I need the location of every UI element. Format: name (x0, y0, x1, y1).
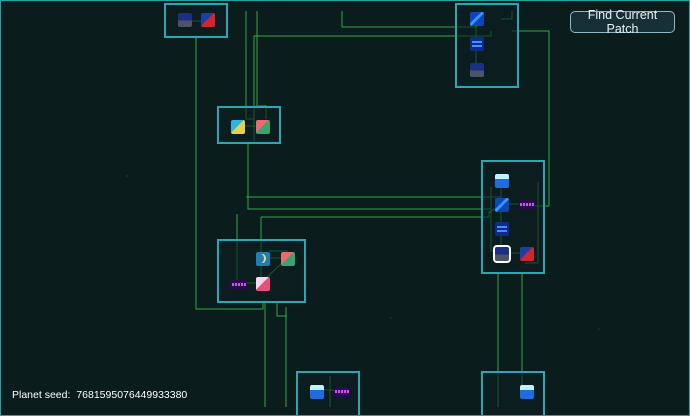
sea-floor-icon[interactable] (178, 13, 192, 27)
connection-line (246, 187, 502, 198)
patch-coast[interactable] (217, 106, 281, 144)
patch-right-column[interactable] (481, 160, 545, 274)
connection-line (256, 11, 267, 119)
hydrothermal-vent-icon[interactable] (520, 247, 534, 261)
map-speck (390, 317, 392, 319)
bacteria-icon[interactable] (334, 387, 350, 397)
beach-icon[interactable] (231, 120, 245, 134)
planet-seed-label: Planet seed: (12, 389, 71, 401)
ice-shelf-icon[interactable] (495, 174, 509, 188)
map-speck (126, 175, 128, 177)
connection-line (247, 143, 492, 210)
patch-top-right[interactable] (455, 3, 519, 88)
bacteria-icon[interactable] (231, 280, 247, 290)
connection-line (195, 35, 264, 310)
bacteria-icon[interactable] (519, 200, 535, 210)
patch-bottom-right[interactable] (481, 371, 545, 415)
patch-center[interactable] (217, 239, 306, 303)
ice-shelf-icon[interactable] (310, 385, 324, 399)
sea-floor-icon[interactable] (470, 63, 484, 77)
connection-line (245, 11, 254, 120)
planet-seed-value: 7681595076449933380 (76, 389, 188, 401)
planet-seed: Planet seed: 7681595076449933380 (12, 389, 187, 401)
sea-icon[interactable] (470, 37, 484, 51)
connection-line (276, 301, 287, 317)
vent-icon[interactable] (470, 12, 484, 26)
ice-shelf-icon[interactable] (520, 385, 534, 399)
map-speck (598, 328, 600, 330)
connection-line (261, 211, 490, 218)
coast-icon[interactable] (281, 252, 295, 266)
hydrothermal-vent-icon[interactable] (201, 13, 215, 27)
sea-floor-icon[interactable] (493, 245, 511, 263)
patch-top-left[interactable] (164, 3, 228, 38)
sea-icon[interactable] (495, 222, 509, 236)
patch-bottom-mid[interactable] (296, 371, 360, 415)
tidepool-icon[interactable] (256, 277, 270, 291)
night-beach-icon[interactable] (256, 252, 270, 266)
vent-icon[interactable] (495, 198, 509, 212)
find-current-patch-button[interactable]: Find Current Patch (570, 8, 675, 36)
coast-icon[interactable] (256, 120, 270, 134)
